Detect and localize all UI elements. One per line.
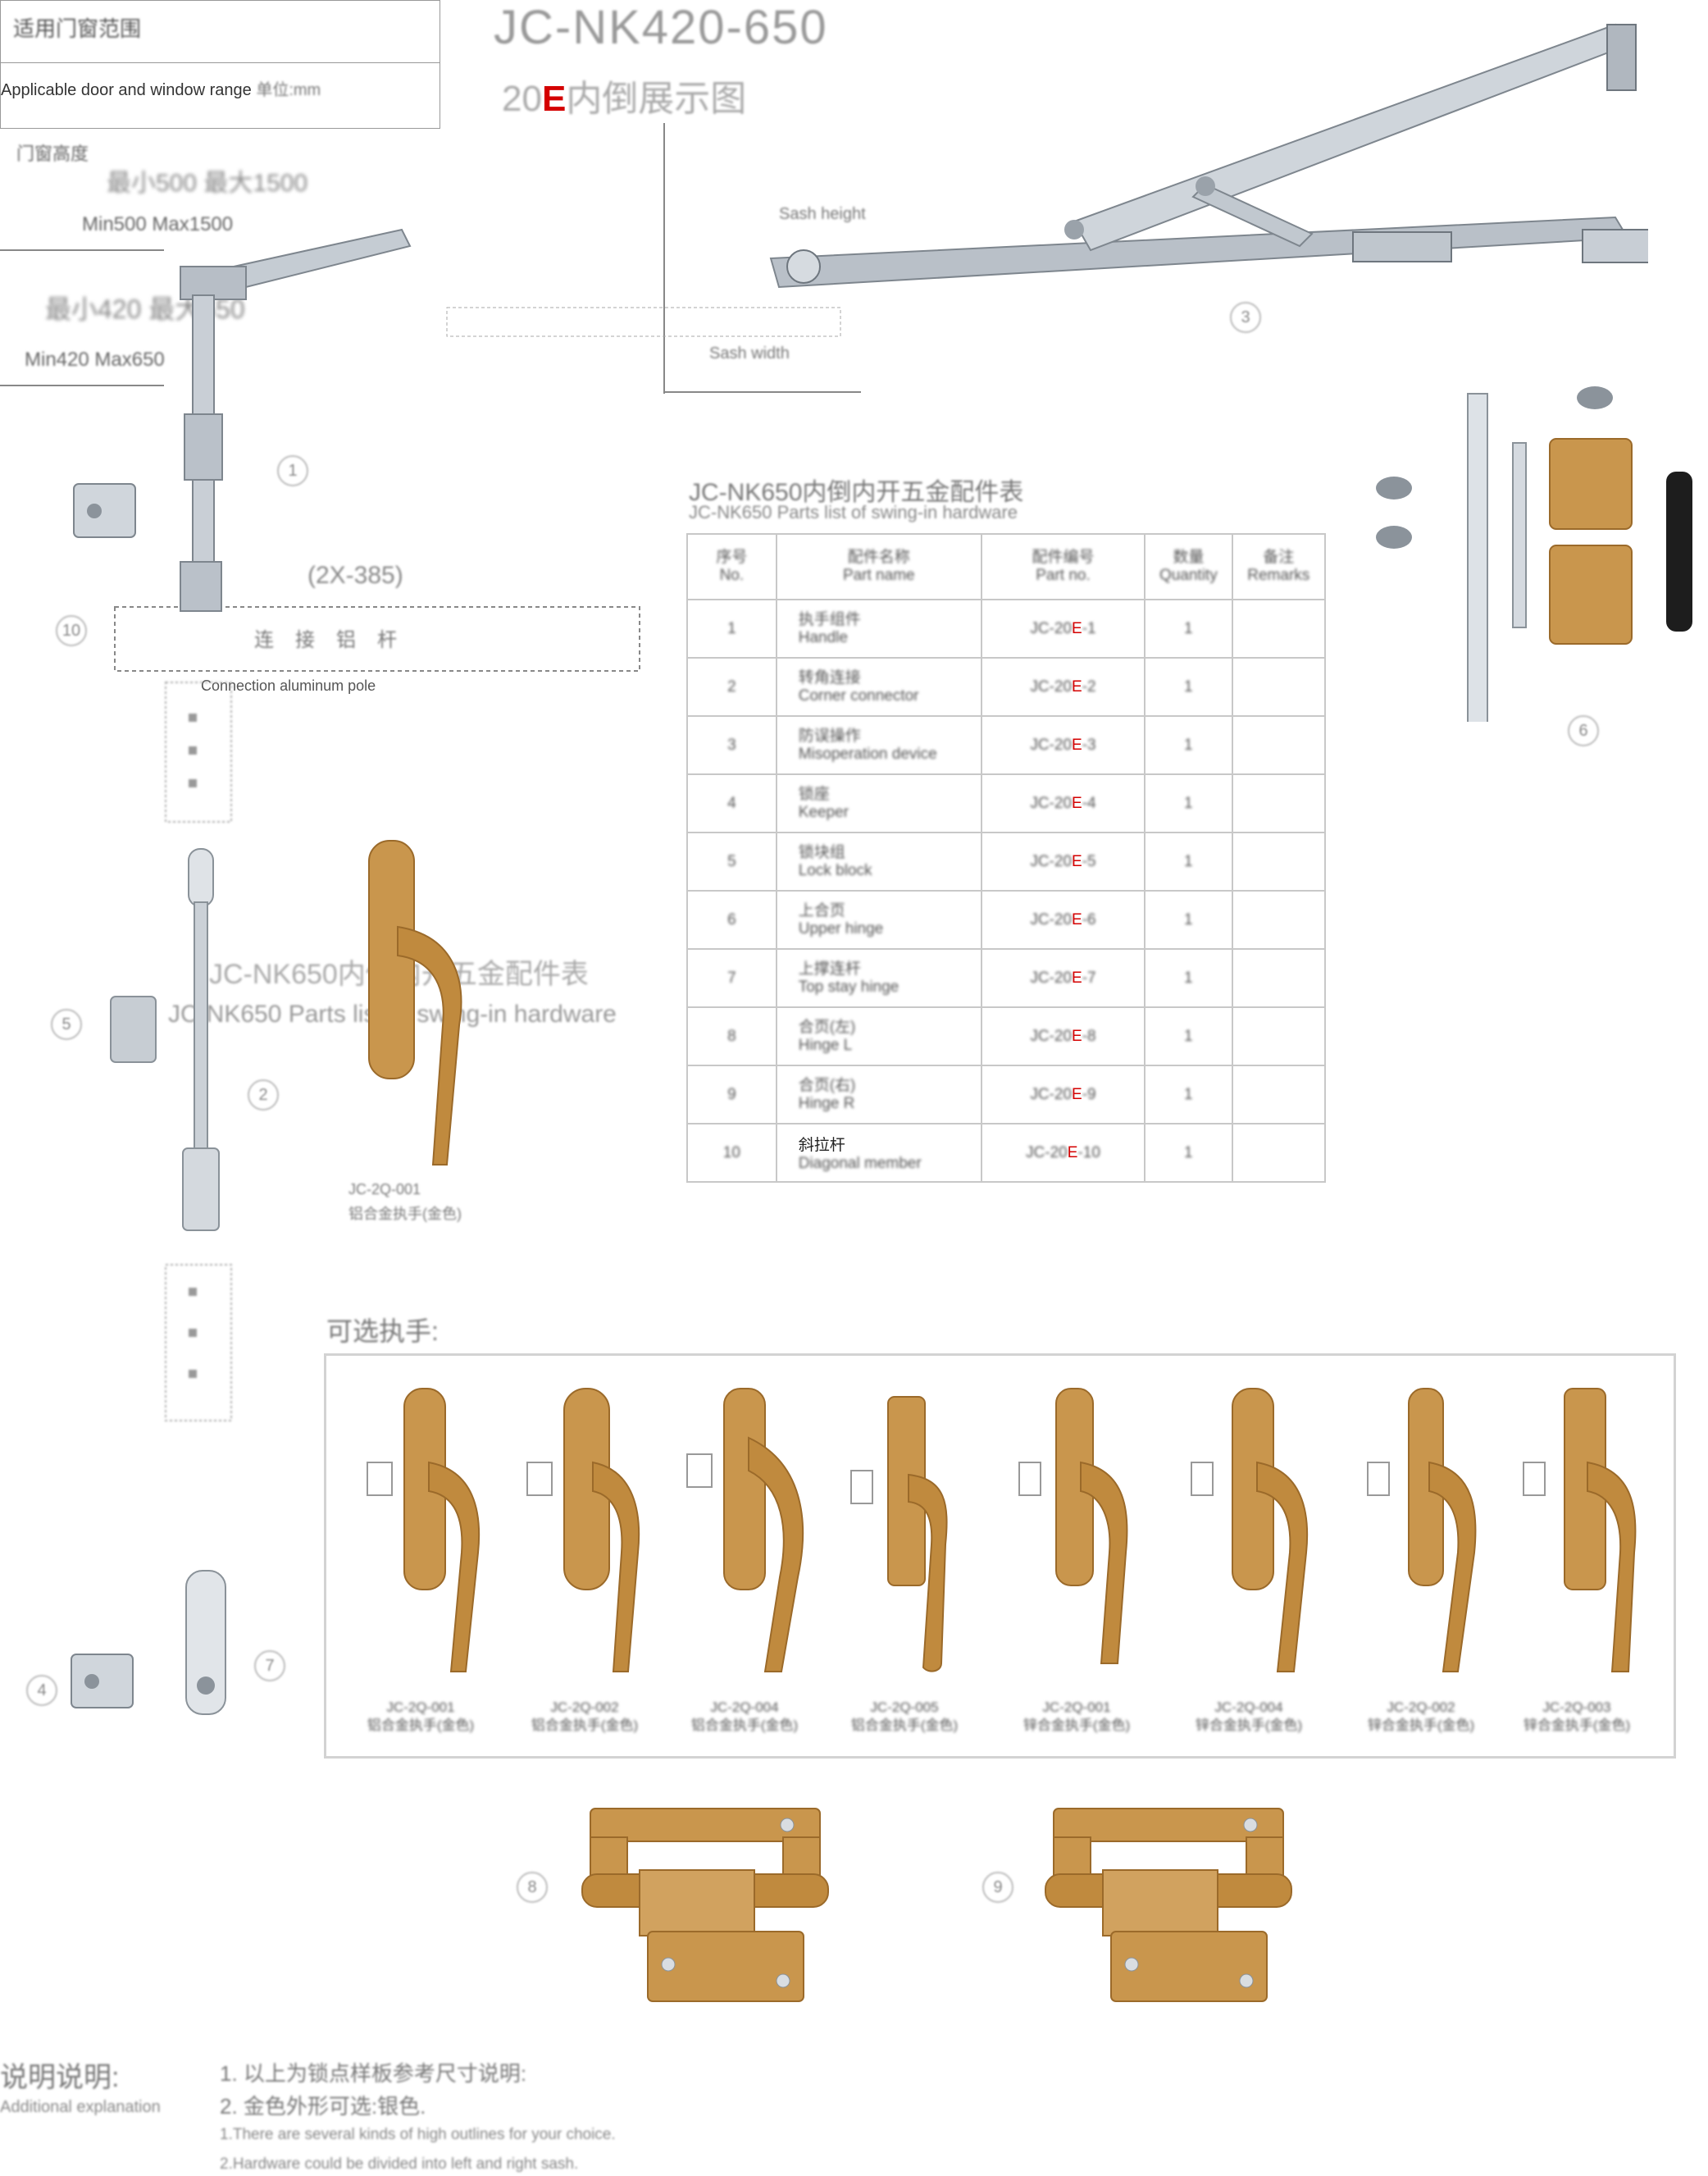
stay-arm: [769, 23, 1648, 289]
connection-pole-cn: 连接铝杆: [254, 629, 418, 651]
handle-icon: [1018, 1388, 1128, 1664]
handle-icon: [367, 1388, 481, 1672]
handle-icon: [526, 1388, 640, 1672]
corner-hardware-image: [180, 228, 412, 612]
sub-title-suffix: 内倒展示图: [566, 79, 747, 119]
keeper-image: [71, 1654, 134, 1708]
main-handle-name: 铝合金执手(金色): [348, 1206, 462, 1222]
parts-table-title-en: JC-NK650 Parts list of swing-in hardware: [689, 502, 1018, 522]
range-unit: 单位:mm: [256, 81, 321, 99]
range-row-1-en: Min500 Max1500: [82, 213, 234, 235]
parts-table-title-cn: JC-NK650内倒内开五金配件表: [689, 479, 1024, 506]
callout-1: 1: [277, 455, 308, 486]
door-height-head: 门窗高度: [16, 144, 89, 164]
callout-8: 8: [517, 1872, 548, 1903]
handle-icon: [686, 1388, 804, 1672]
outline-lines: [0, 123, 861, 672]
handle-icon: [1191, 1388, 1309, 1672]
scale-box-1: [165, 682, 232, 823]
main-handle-image: [368, 840, 462, 1166]
silver-rod-image: [110, 848, 220, 1231]
table-row: 8 合页(左)Hinge L JC-20E-8 1: [686, 1006, 1327, 1066]
model-title: JC-NK420-650: [494, 1, 828, 54]
sub-title: 20E内倒展示图: [502, 69, 746, 121]
applicable-title: 适用门窗范围: [13, 16, 142, 41]
scale-box-2: [165, 1264, 232, 1421]
callout-4: 4: [26, 1675, 57, 1706]
sash-width-label: Sash width: [709, 344, 790, 363]
range-row-1-cn: 最小500 最大1500: [107, 170, 308, 197]
callout-10: 10: [56, 615, 87, 646]
callout-9: 9: [982, 1872, 1013, 1903]
hinge-right-image: [1045, 1808, 1292, 2002]
handle-icon: [850, 1396, 948, 1672]
main-handle-code: JC-2Q-001: [348, 1181, 421, 1197]
notes-line-1: 1. 以上为锁点样板参考尺寸说明:: [220, 2061, 527, 2086]
notes-line-3: 1.There are several kinds of high outlin…: [220, 2126, 616, 2143]
hinge-left-image: [581, 1808, 829, 2002]
table-row: 9 合页(右)Hinge R JC-20E-9 1: [686, 1065, 1327, 1124]
callout-3: 3: [1230, 302, 1261, 333]
lock-block-image: [73, 483, 136, 538]
handle-icon: [1523, 1388, 1637, 1672]
notes-title-en: Additional explanation: [0, 2098, 161, 2116]
sash-height-label: Sash height: [779, 205, 866, 223]
handle-icon: [1367, 1388, 1477, 1672]
notes-line-4: 2.Hardware could be divided into left an…: [220, 2155, 579, 2173]
notes-line-2: 2. 金色外形可选:银色.: [220, 2094, 426, 2119]
striker-image: [185, 1570, 226, 1715]
upper-hinge-parts-image: [1376, 386, 1692, 722]
sub-title-letter: E: [541, 79, 567, 119]
sub-title-prefix: 20: [502, 79, 542, 119]
handles-section-title: 可选执手:: [326, 1316, 439, 1346]
callout-5: 5: [51, 1009, 82, 1040]
connection-pole-en: Connection aluminum pole: [201, 677, 376, 694]
callout-6: 6: [1568, 715, 1599, 746]
callout-7: 7: [254, 1650, 285, 1681]
code-label: (2X-385): [307, 562, 403, 589]
range-row-2-en: Min420 Max650: [25, 349, 165, 371]
range-en: Applicable door and window range 单位:mm: [1, 76, 321, 100]
range-en-text: Applicable door and window range: [1, 81, 252, 99]
applicable-range-box: 适用门窗范围 Applicable door and window range …: [0, 0, 440, 129]
callout-2: 2: [248, 1079, 279, 1111]
notes-title-cn: 说明说明:: [0, 2062, 120, 2093]
stay-arm-image: [769, 23, 1648, 289]
